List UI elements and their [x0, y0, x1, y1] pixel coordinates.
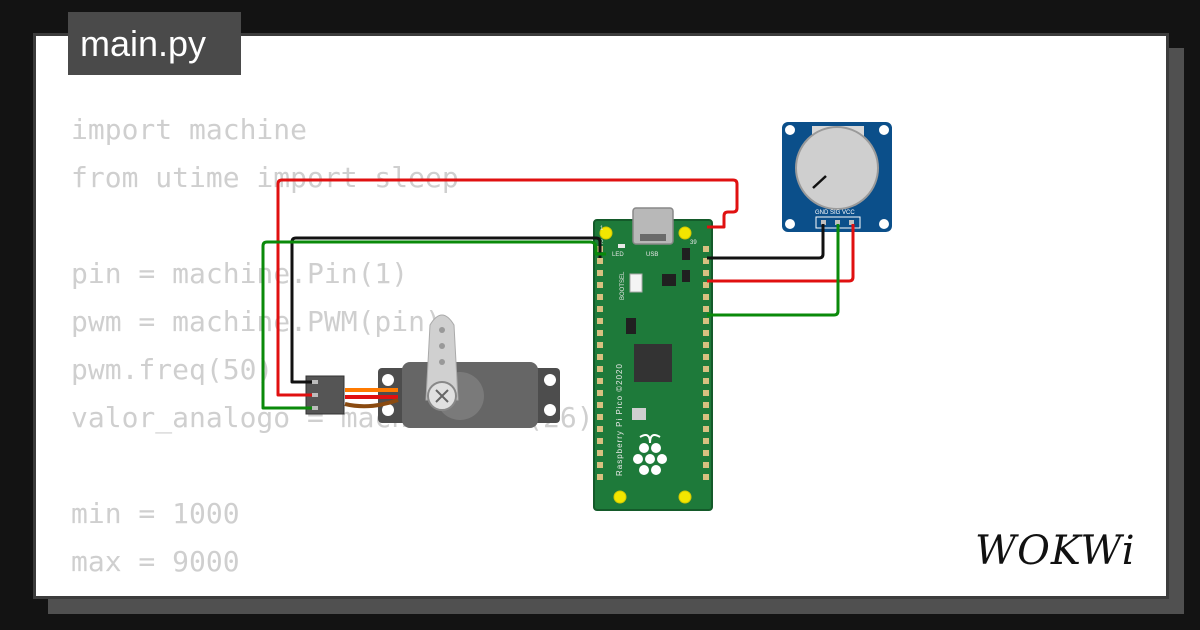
pot-pin-labels: GND SIG VCC — [815, 210, 855, 216]
mount-hole — [599, 226, 613, 240]
pin-column-right — [703, 246, 709, 480]
code-line: pwm = machine.PWM(pin) — [71, 305, 442, 338]
wire-red-servo[interactable] — [276, 178, 739, 397]
pico-board[interactable]: LED USB 1 2 39 BOOTSEL Raspberry Pi Pico… — [593, 207, 713, 511]
code-line: from utime import sleep — [71, 161, 459, 194]
horn-hole — [439, 359, 445, 365]
pot-pin — [821, 220, 826, 225]
mount-hole — [544, 374, 556, 386]
knob-indicator — [812, 175, 827, 189]
usb-port — [640, 234, 666, 241]
component — [682, 248, 690, 260]
mount-hole — [879, 125, 889, 135]
wire-green-servo[interactable] — [261, 240, 606, 410]
mount-hole — [678, 226, 692, 240]
component — [682, 270, 690, 282]
servo-lead — [344, 398, 399, 409]
mount-hole — [785, 219, 795, 229]
potentiometer[interactable]: GND SIG VCC — [782, 122, 892, 232]
hub-screw-icon — [435, 389, 449, 403]
wire-red-pot[interactable] — [707, 224, 855, 283]
code-line: max = 9000 — [71, 545, 240, 578]
led-icon — [618, 244, 625, 248]
code-line: pin = machine.Pin(1) — [71, 257, 409, 290]
mount-hole — [544, 404, 556, 416]
wires — [261, 178, 855, 410]
pot-pin — [849, 220, 854, 225]
mount-hole — [785, 125, 795, 135]
mount-hole — [382, 374, 394, 386]
connector-pin — [312, 380, 318, 384]
connector-pin — [312, 406, 318, 410]
component — [626, 318, 636, 334]
servo-motor[interactable] — [305, 314, 560, 428]
mount-hole — [613, 490, 627, 504]
bootsel-button[interactable] — [629, 273, 643, 293]
mount-hole — [382, 404, 394, 416]
board-name-label: Raspberry Pi Pico ©2020 — [615, 363, 624, 476]
file-name-tab[interactable]: main.py — [68, 12, 241, 75]
rp2040-chip — [634, 344, 672, 382]
pin-label: 39 — [690, 240, 697, 246]
code-line: min = 1000 — [71, 497, 240, 530]
component — [632, 408, 646, 420]
code-line: pwm.freq(50) — [71, 353, 274, 386]
mount-hole — [678, 490, 692, 504]
component — [662, 274, 676, 286]
raspberry-logo-icon — [633, 434, 667, 475]
wokwi-logo: WOKWi — [975, 528, 1136, 574]
mount-hole — [879, 219, 889, 229]
connector-pin — [312, 393, 318, 397]
wire-green-pot[interactable] — [707, 224, 840, 317]
pin-label: 2 — [600, 240, 604, 246]
horn-hole — [439, 327, 445, 333]
usb-label: USB — [646, 252, 658, 258]
bootsel-label: BOOTSEL — [620, 271, 626, 300]
pot-knob[interactable] — [795, 126, 879, 210]
wire-black-pot[interactable] — [707, 224, 825, 260]
code-line: import machine — [71, 113, 308, 146]
led-label: LED — [612, 252, 624, 258]
servo-horn[interactable] — [425, 314, 459, 401]
pot-pin — [835, 220, 840, 225]
pin-label: 1 — [600, 226, 604, 232]
horn-hole — [439, 343, 445, 349]
code-line: factor = max - min / 65535 — [71, 586, 594, 596]
